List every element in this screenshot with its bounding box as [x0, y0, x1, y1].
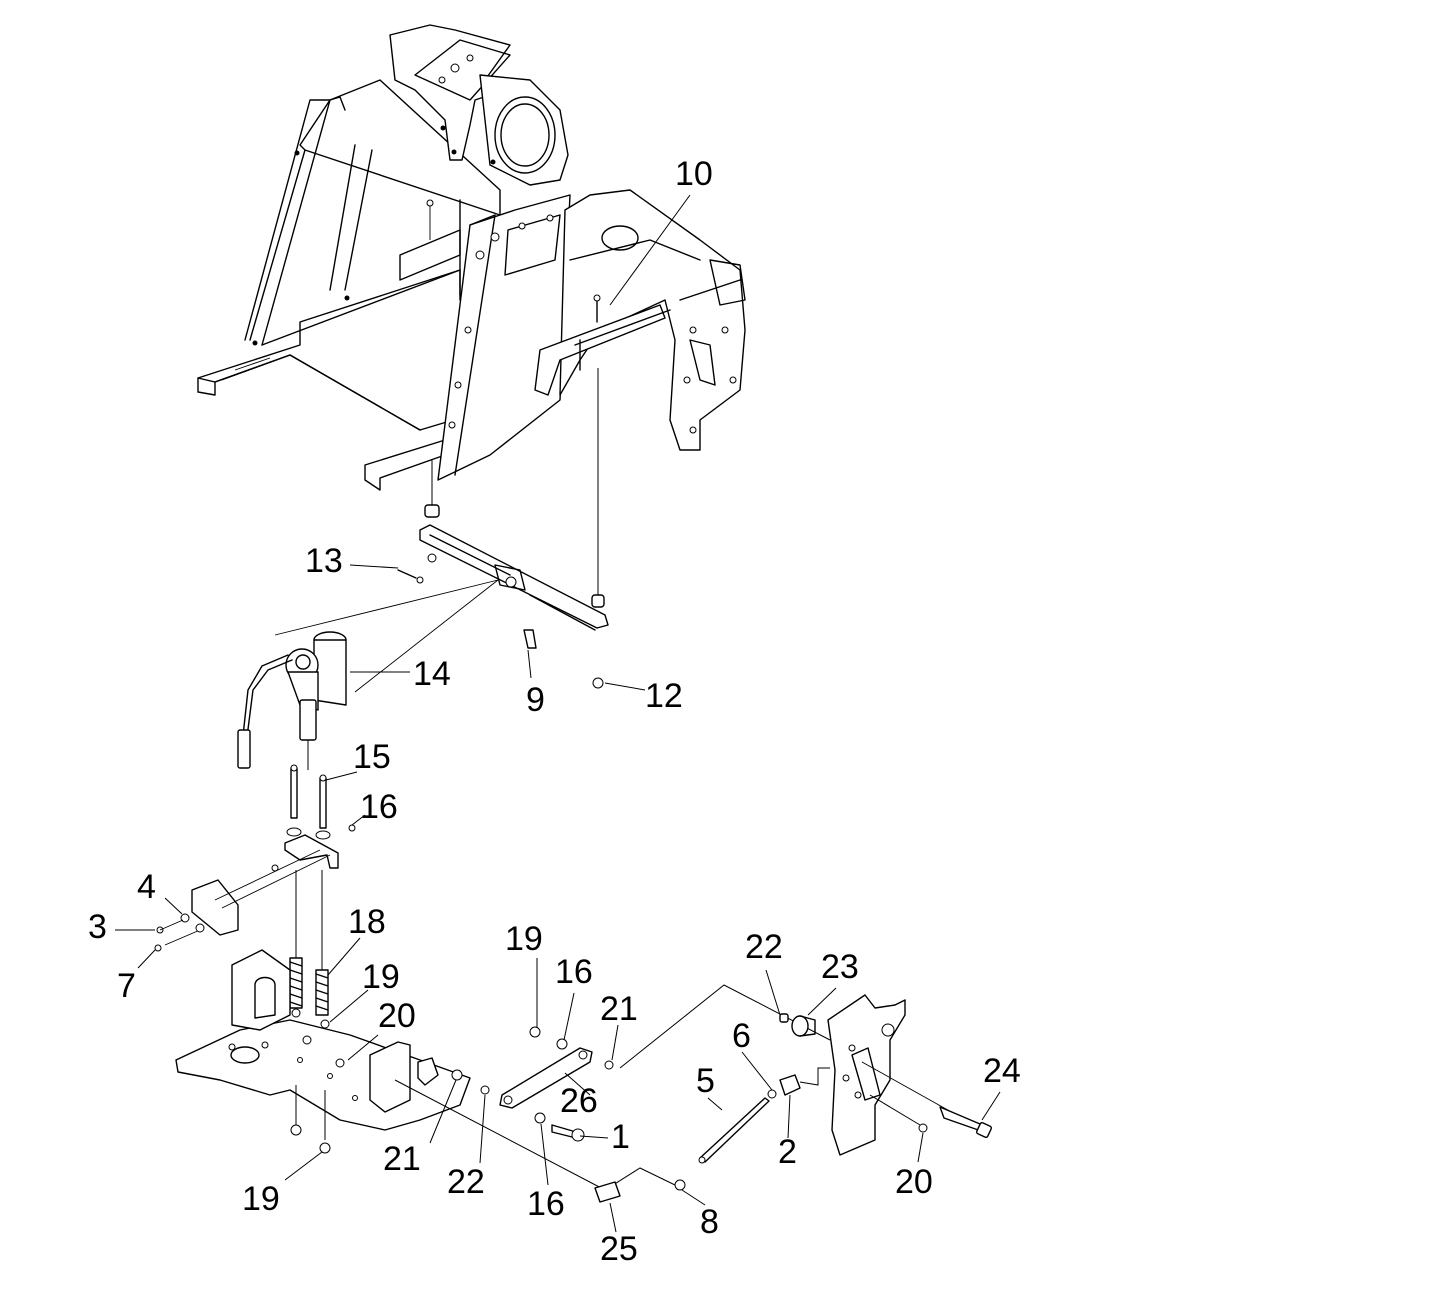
callout-1: 1	[611, 1118, 630, 1156]
link-arm-26	[451, 1026, 614, 1142]
callout-8: 8	[700, 1203, 719, 1241]
callout-21-bottom: 21	[383, 1140, 421, 1178]
callout-14: 14	[413, 655, 451, 693]
callout-24: 24	[983, 1052, 1021, 1090]
upper-bolts-15	[286, 764, 331, 840]
callout-15: 15	[353, 738, 391, 776]
callout-19-link: 19	[505, 920, 543, 958]
assembly-line-rod	[394, 1079, 676, 1191]
callout-2: 2	[778, 1133, 797, 1171]
bolt-10	[426, 199, 601, 323]
callout-23: 23	[821, 948, 859, 986]
callout-13: 13	[305, 542, 343, 580]
support-bracket	[191, 824, 356, 936]
callout-20-left: 20	[378, 997, 416, 1035]
callout-16-upper: 16	[360, 788, 398, 826]
rod-5	[698, 1097, 770, 1164]
springs-18	[289, 870, 330, 1029]
callout-22-right: 22	[745, 928, 783, 966]
fasteners-3-4-7	[154, 913, 205, 952]
actuator-14	[237, 579, 499, 770]
callout-12: 12	[645, 677, 683, 715]
callout-25: 25	[600, 1230, 638, 1268]
callout-labels: 10 13 14 9 12 15 16 4 3 7 18 19 20 19 16…	[88, 155, 1021, 1268]
callout-26: 26	[560, 1082, 598, 1120]
bolt-24	[861, 1061, 993, 1139]
cross-bar-assembly	[419, 504, 609, 689]
callout-18: 18	[348, 903, 386, 941]
callout-5: 5	[696, 1062, 715, 1100]
callout-19-mid: 19	[362, 958, 400, 996]
callout-21-link: 21	[600, 990, 638, 1028]
callout-4: 4	[137, 868, 156, 906]
clevis-2	[767, 1067, 830, 1099]
callout-20-right: 20	[895, 1163, 933, 1201]
callout-16-link: 16	[555, 953, 593, 991]
base-plate	[175, 949, 471, 1131]
main-frame-assembly	[197, 24, 746, 491]
callout-6: 6	[732, 1017, 751, 1055]
callout-10: 10	[675, 155, 713, 193]
callout-leaders	[115, 194, 1001, 1233]
callout-22-bottom: 22	[447, 1163, 485, 1201]
callout-16-bottom: 16	[527, 1185, 565, 1223]
callout-9: 9	[526, 681, 545, 719]
callout-19-bottom: 19	[242, 1180, 280, 1218]
nuts-19-bottom	[290, 1085, 331, 1154]
pin-25	[594, 1179, 686, 1203]
bolt-13	[397, 569, 424, 584]
callout-7: 7	[117, 967, 136, 1005]
callout-3: 3	[88, 908, 107, 946]
right-bracket	[779, 994, 906, 1156]
